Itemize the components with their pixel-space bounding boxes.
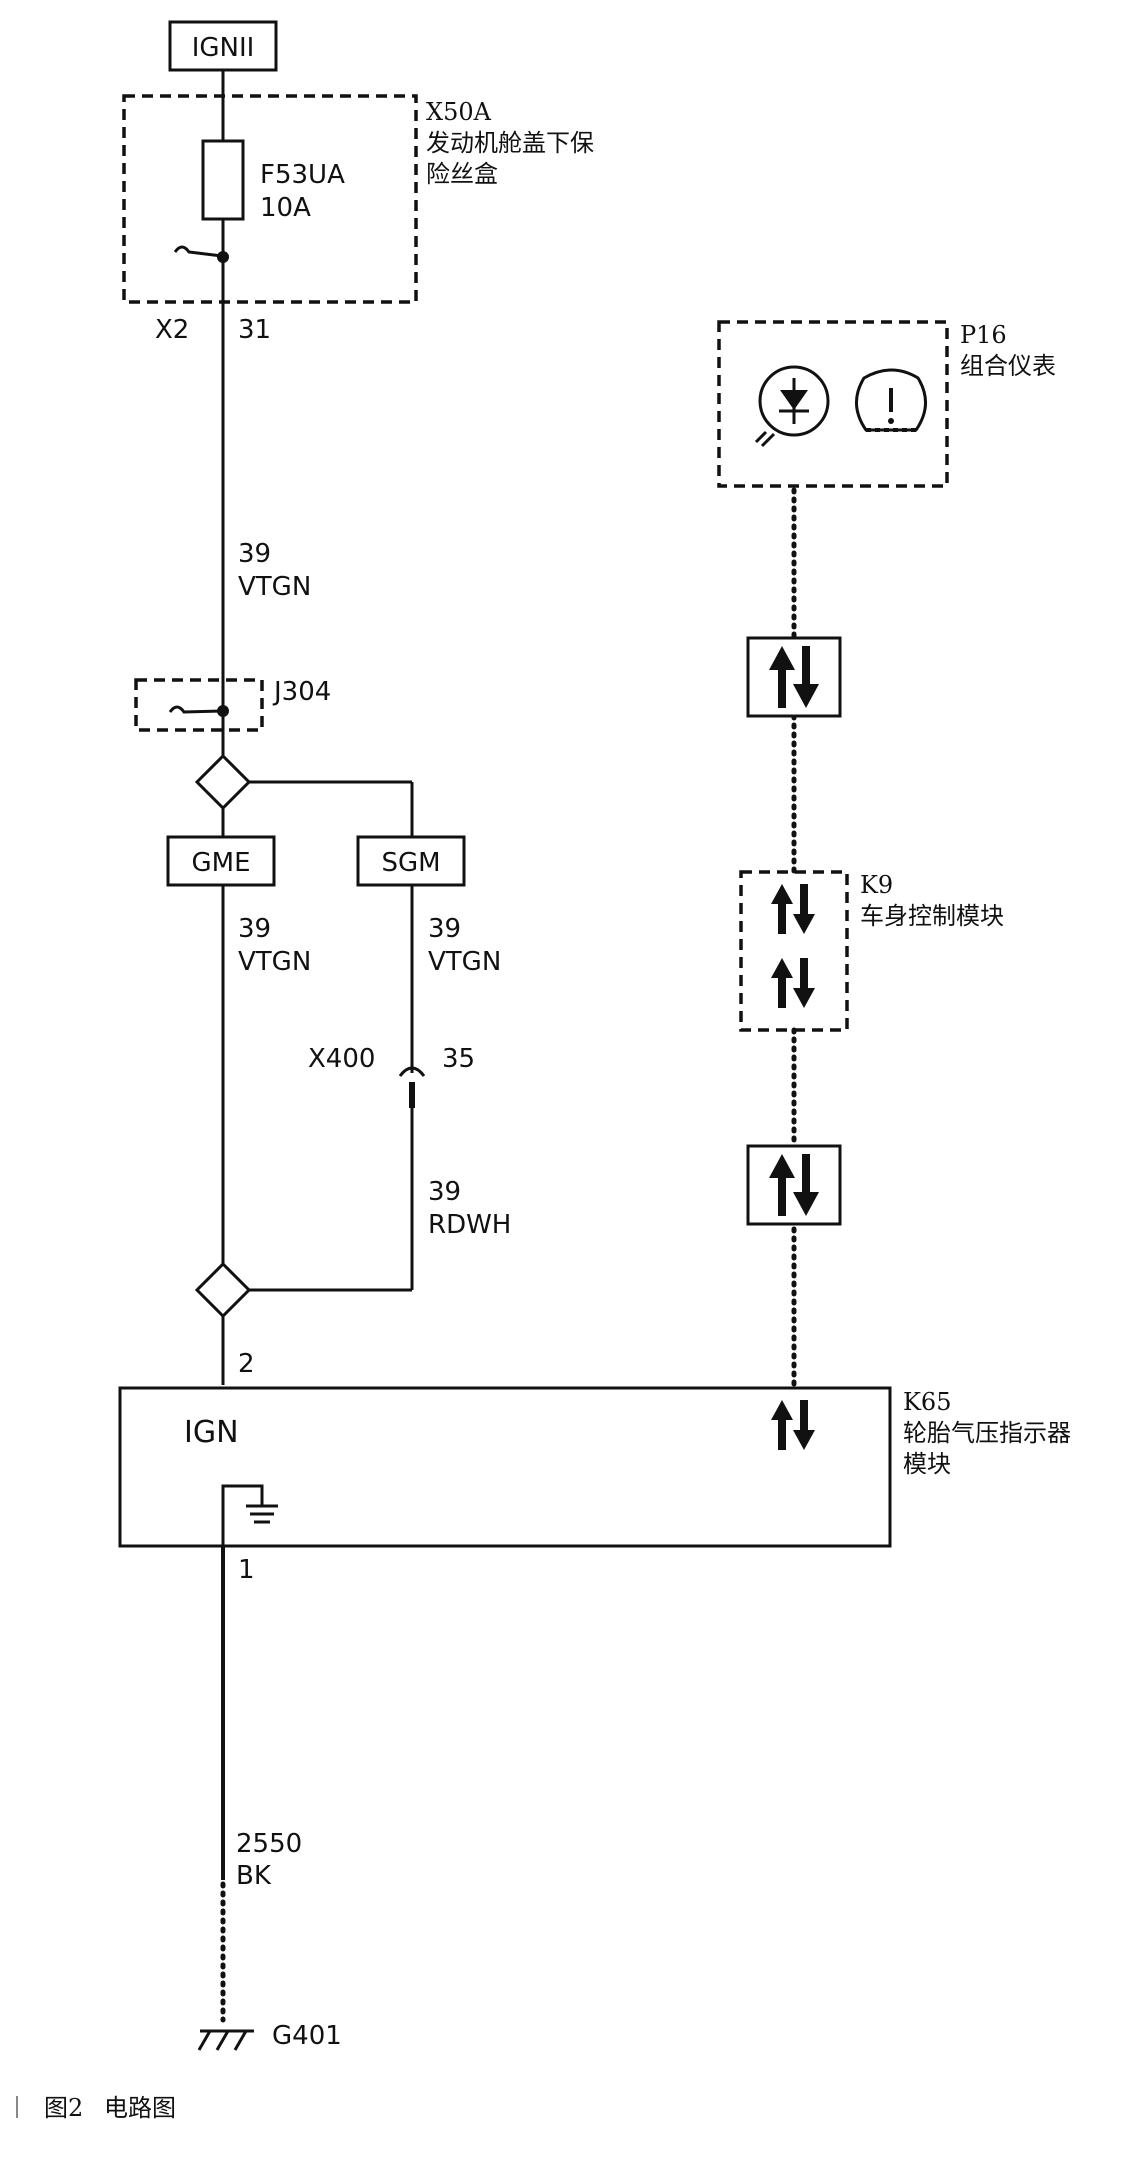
wire-sgm-circuit: 39	[428, 914, 461, 944]
figure-caption: 图2 电路图	[16, 2094, 176, 2122]
bus-transceiver-upper	[746, 636, 842, 718]
ground-wire-color: BK	[236, 1861, 272, 1891]
fuse-block-x50a: F53UA 10A X50A 发动机舱盖下保 险丝盒 X2 31	[122, 94, 594, 345]
option-gme: GME	[166, 835, 276, 887]
wire-sgm-color: VTGN	[428, 947, 501, 977]
tpms-pin-ign: 2	[238, 1349, 255, 1379]
fuse-tap-symbol	[173, 245, 223, 258]
bus-transceiver-lower	[746, 1144, 842, 1226]
ground-g401: G401	[197, 2021, 342, 2051]
tpms-name-line2: 模块	[903, 1450, 951, 1478]
tpms-ign-label: IGN	[184, 1415, 239, 1450]
tpms-data-arrow-icon	[771, 1400, 793, 1450]
option-sgm-label: SGM	[381, 848, 440, 878]
internal-ground-icon	[221, 1484, 278, 1546]
cluster-p16: P16 组合仪表	[717, 320, 1056, 488]
option-gme-label: GME	[191, 848, 250, 878]
wire-upper-color: VTGN	[238, 572, 311, 602]
wire-upper-circuit: 39	[238, 539, 271, 569]
tpms-pin-gnd: 1	[238, 1555, 255, 1585]
supply-label: IGNII	[192, 33, 255, 63]
wire-gme-circuit: 39	[238, 914, 271, 944]
tpms-name-line1: 轮胎气压指示器	[903, 1419, 1071, 1447]
tire-pressure-icon	[855, 368, 927, 432]
caption-title: 电路图	[104, 2094, 176, 2122]
fuse-block-name-line1: 发动机舱盖下保	[426, 129, 594, 157]
wiring-left	[221, 70, 414, 1385]
inline-connector-ref: X400	[308, 1044, 375, 1074]
bcm-name: 车身控制模块	[860, 902, 1004, 930]
tpms-ref: K65	[903, 1388, 951, 1416]
fuse-block-connector: X2	[155, 315, 189, 345]
fuse-ref: F53UA	[260, 160, 345, 190]
supply-ignii: IGNII	[168, 20, 278, 72]
ground-wire-circuit: 2550	[236, 1829, 302, 1859]
option-sgm: SGM	[356, 835, 466, 887]
fuse-block-pin: 31	[238, 315, 271, 345]
splice-j304: J304	[134, 677, 331, 732]
inline-connector-pin: 35	[442, 1044, 475, 1074]
ground-wire: 2550 BK	[220, 1546, 302, 2023]
cluster-ref: P16	[960, 321, 1007, 349]
fuse-f53ua-symbol	[201, 139, 245, 221]
fuse-block-ref: X50A	[426, 98, 492, 126]
fuse-block-name-line2: 险丝盒	[426, 160, 498, 188]
caption-figure-number: 图2	[44, 2094, 83, 2122]
option-split-diamond	[194, 753, 252, 811]
splice-ref: J304	[272, 677, 331, 707]
inline-connector-x400: X400 35	[308, 1044, 475, 1108]
tpms-module-k65: IGN K65 轮胎气压指示器 模块	[118, 1386, 1071, 1548]
fuse-rating: 10A	[260, 193, 311, 223]
tpms-lamp-icon	[754, 365, 830, 448]
bcm-ref: K9	[860, 871, 893, 899]
cluster-name: 组合仪表	[960, 352, 1056, 380]
wire-lower-circuit: 39	[428, 1177, 461, 1207]
option-join-diamond	[194, 1261, 252, 1319]
ground-ref: G401	[272, 2021, 342, 2051]
bcm-k9: K9 车身控制模块	[739, 870, 1004, 1032]
wire-lower-color: RDWH	[428, 1210, 511, 1240]
wire-gme-color: VTGN	[238, 947, 311, 977]
